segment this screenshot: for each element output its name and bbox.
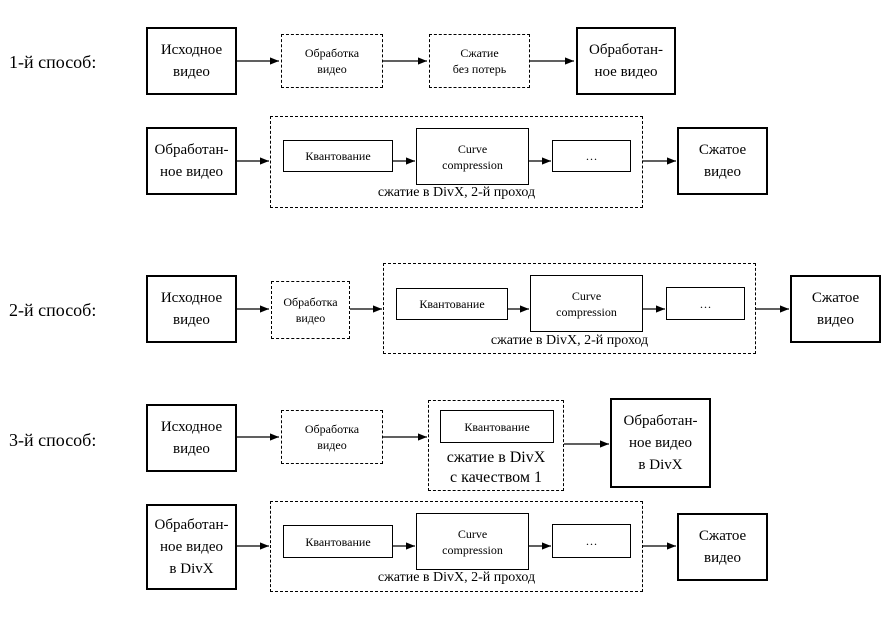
curve-compression-box: Curve compression [416, 128, 529, 185]
method-2-label: 2-й способ: [9, 300, 97, 320]
source-video-box: Исходное видео [146, 275, 237, 343]
source-video-box: Исходное видео [146, 404, 237, 472]
processed-video-box: Обработан- ное видео [576, 27, 676, 95]
processed-video-divx-box: Обработан- ное видео в DivX [146, 504, 237, 590]
video-processing-box: Обработка видео [271, 281, 350, 339]
ellipsis-box: … [666, 287, 745, 320]
compressed-video-box: Сжатое видео [677, 513, 768, 581]
divx-pass2-group [270, 501, 643, 592]
compressed-video-box: Сжатое видео [790, 275, 881, 343]
method-1-label: 1-й способ: [9, 52, 97, 72]
compressed-video-box: Сжатое видео [677, 127, 768, 195]
divx-pass2-group [383, 263, 756, 354]
video-processing-box: Обработка видео [281, 34, 383, 88]
quantization-box: Квантование [396, 288, 508, 320]
method-3-label: 3-й способ: [9, 430, 97, 450]
divx-pass2-caption: сжатие в DivX, 2-й проход [490, 333, 649, 348]
divx-pass2-group [270, 116, 643, 208]
processed-video-box: Обработан- ное видео [146, 127, 237, 195]
divx-pass2-caption: сжатие в DivX, 2-й проход [377, 570, 536, 585]
video-processing-box: Обработка видео [281, 410, 383, 464]
divx-pass2-caption: сжатие в DivX, 2-й проход [377, 185, 536, 200]
quantization-box: Квантование [440, 410, 554, 443]
curve-compression-box: Curve compression [416, 513, 529, 570]
quantization-box: Квантование [283, 525, 393, 558]
divx-quality1-group [428, 400, 564, 491]
curve-compression-box: Curve compression [530, 275, 643, 332]
divx-quality1-caption: сжатие в DivX с качеством 1 [446, 449, 546, 486]
source-video-box: Исходное видео [146, 27, 237, 95]
lossless-compression-box: Сжатие без потерь [429, 34, 530, 88]
ellipsis-box: … [552, 524, 631, 558]
ellipsis-box: … [552, 140, 631, 172]
quantization-box: Квантование [283, 140, 393, 172]
processed-video-divx-box: Обработан- ное видео в DivX [610, 398, 711, 488]
